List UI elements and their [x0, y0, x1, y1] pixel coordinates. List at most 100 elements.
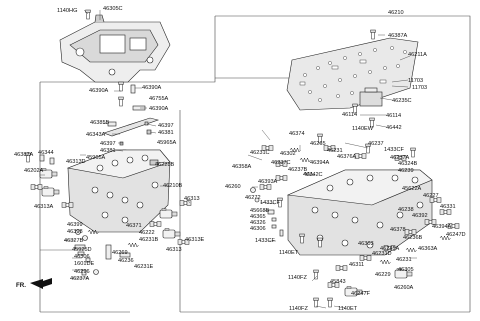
label-46305C: 46305C [103, 6, 123, 12]
label-46324B: 46324B [398, 161, 418, 167]
label-45925D: 45925D [72, 247, 92, 253]
right-small-parts [250, 133, 416, 308]
label-46397-b: 46397 [100, 141, 116, 147]
label-46306-b: 46306 [250, 226, 266, 232]
valve-body-lower [286, 169, 433, 256]
label-46387A-left: 46387A [14, 152, 34, 158]
label-1433CF-b: 1433CF [260, 200, 280, 206]
label-46381-b: 46381 [100, 148, 116, 154]
label-46272: 46272 [245, 195, 261, 201]
label-46231B: 46231B [139, 237, 159, 243]
label-46344: 46344 [38, 150, 54, 156]
label-46363A: 46363A [418, 246, 438, 252]
label-1140ET-b: 1140ET [338, 306, 358, 312]
label-1140EW: 1140EW [352, 126, 374, 132]
label-46222: 46222 [139, 230, 155, 236]
label-45622A: 45622A [402, 186, 422, 192]
label-46231D: 46231D [372, 251, 392, 257]
label-46265: 46265 [310, 141, 326, 147]
label-46365: 46365 [250, 214, 266, 220]
label-46303: 46303 [358, 241, 374, 247]
valve-housing-cover [59, 14, 171, 83]
label-46245A: 46245A [380, 246, 400, 252]
label-45843: 45843 [330, 279, 346, 285]
label-46306: 46306 [74, 254, 90, 260]
label-46390A-c: 46390A [149, 106, 169, 112]
label-46392: 46392 [412, 213, 428, 219]
label-1433CF-a: 1433CF [384, 147, 404, 153]
left-bottom-parts [74, 229, 131, 276]
front-arrow-icon [30, 278, 52, 289]
label-46313A: 46313A [34, 204, 54, 210]
label-46210B: 46210B [163, 183, 183, 189]
label-46231: 46231 [327, 148, 343, 154]
label-46238: 46238 [398, 207, 414, 213]
label-46343A: 46343A [86, 132, 106, 138]
label-46387A-top: 46387A [388, 33, 408, 39]
label-46228B: 46228B [155, 162, 175, 168]
label-46260A: 46260A [394, 285, 414, 291]
label-46210: 46210 [388, 10, 404, 16]
label-46397-a: 46397 [158, 123, 174, 129]
label-46394A-top: 46394A [310, 160, 330, 166]
label-46326: 46326 [250, 220, 266, 226]
label-11703-b: 11703 [412, 85, 428, 91]
label-46393A: 46393A [258, 179, 278, 185]
label-46237B: 46237B [288, 167, 308, 173]
label-46237A-right: 46237A [390, 155, 410, 161]
label-46331: 46331 [440, 204, 456, 210]
label-46296: 46296 [74, 269, 90, 275]
label-46305: 46305 [398, 267, 414, 273]
bolt-1140HG [85, 9, 91, 20]
label-45668B: 45668B [250, 208, 270, 214]
label-46381-a: 46381 [158, 130, 174, 136]
label-1140FZ-a: 1140FZ [288, 275, 307, 281]
leader-lines [40, 9, 417, 309]
label-46114-a: 46114 [342, 112, 358, 118]
label-1140ET: 1140ET [279, 250, 299, 256]
label-46313D: 46313D [66, 159, 86, 165]
label-46236B: 46236B [403, 235, 423, 241]
label-46442: 46442 [386, 125, 402, 131]
label-46231C: 46231C [250, 150, 270, 156]
label-46247F: 46247F [351, 291, 370, 297]
label-1140HG: 1140HG [57, 8, 78, 14]
label-1601DE: 1601DE [74, 261, 95, 267]
label-46327B: 46327B [64, 238, 84, 244]
label-46358A: 46358A [232, 164, 252, 170]
front-label: FR. [16, 282, 26, 289]
label-46114-b: 46114 [386, 113, 402, 119]
valve-body-upper [66, 149, 171, 233]
label-46390A-b: 46390A [142, 85, 162, 91]
label-46371: 46371 [126, 223, 142, 229]
label-46260: 46260 [225, 184, 241, 190]
label-46211A: 46211A [408, 52, 427, 58]
label-46239: 46239 [398, 168, 414, 174]
label-46237-top: 46237 [368, 141, 384, 147]
label-46269: 46269 [112, 250, 128, 256]
label-46231-b: 46231 [396, 257, 412, 263]
label-46237A-left: 46237A [70, 276, 90, 282]
label-46398: 46398 [67, 229, 83, 235]
label-1140FZ-b: 1140FZ [289, 306, 308, 312]
left-small-parts [25, 81, 160, 165]
label-46374: 46374 [289, 131, 305, 137]
label-46313-b: 46313 [166, 247, 182, 253]
label-46376A: 46376A [337, 154, 357, 160]
label-46235C: 46235C [392, 98, 412, 104]
label-1433CF-c: 1433CF [255, 238, 275, 244]
label-46394A-b: 46394A [432, 224, 452, 230]
label-46231E: 46231E [134, 264, 154, 270]
bolt-46387A-top [370, 29, 376, 40]
label-11703-a: 11703 [408, 78, 424, 84]
label-46237C: 46237C [271, 160, 291, 166]
label-46229: 46229 [375, 272, 391, 278]
label-46236: 46236 [118, 258, 134, 264]
label-46247D: 46247D [446, 232, 466, 238]
label-45965A-a: 45965A [157, 140, 177, 146]
label-46399: 46399 [67, 222, 83, 228]
label-46385B: 46385B [90, 120, 110, 126]
label-46342C: 46342C [303, 172, 323, 178]
label-46302: 46302 [280, 151, 296, 157]
label-46227: 46227 [423, 193, 439, 199]
